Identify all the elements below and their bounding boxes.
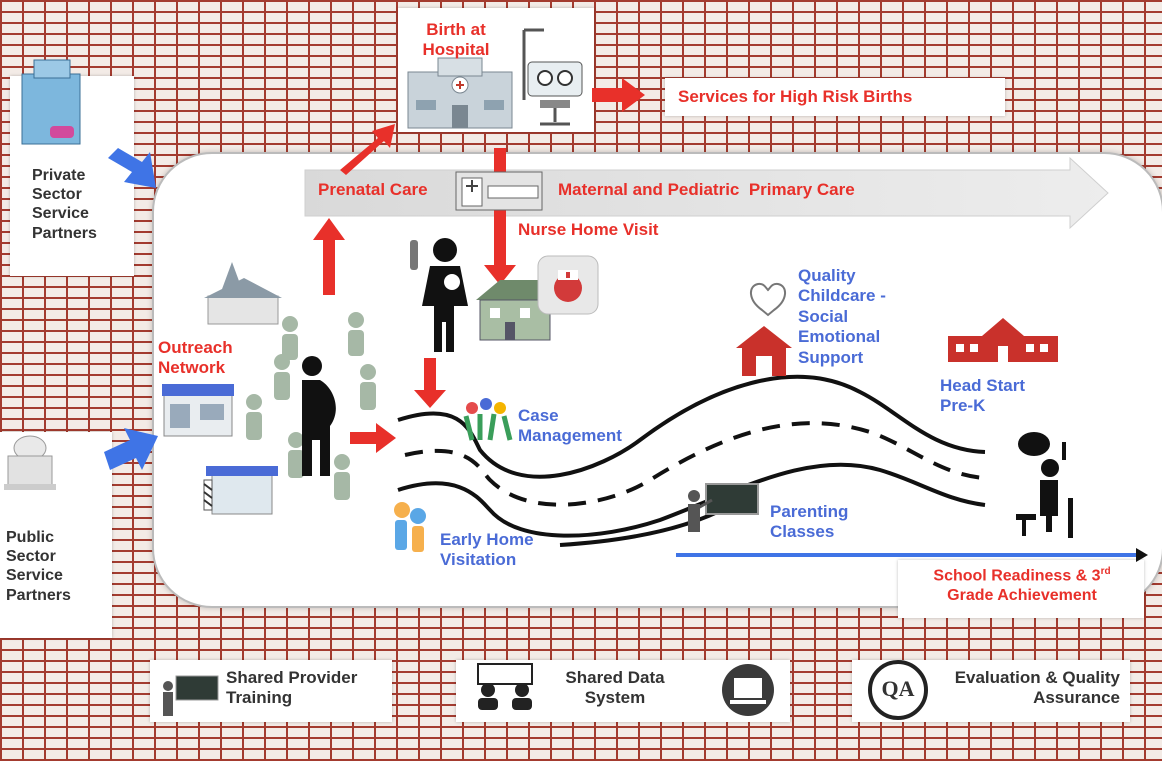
- schoolhouse-icon: [736, 326, 792, 376]
- high-risk-label: Services for High Risk Births: [678, 87, 913, 106]
- mother-baby-icon: [410, 238, 468, 352]
- figure-7: [334, 454, 350, 500]
- high-risk-panel: [665, 78, 1005, 116]
- figure-4: [360, 364, 376, 410]
- figure-1: [282, 316, 298, 360]
- capitol-icon: [4, 435, 56, 490]
- network-people-icon: [477, 663, 533, 710]
- figure-3: [274, 354, 290, 400]
- figure-5: [246, 394, 262, 440]
- store-icon: [162, 384, 234, 437]
- evaluation-qa-label: Evaluation & Quality Assurance: [954, 668, 1120, 708]
- incubator-icon: [522, 28, 583, 126]
- heart-icon: [750, 282, 786, 317]
- arrow-to-case: [414, 358, 446, 408]
- grade-achievement-text: Grade Achievement: [947, 586, 1097, 604]
- arrow-to-hospital: [340, 124, 395, 175]
- nurse-icon: [537, 255, 599, 315]
- arrow-up-prenatal: [313, 218, 345, 295]
- ordinal-suffix: rd: [1100, 566, 1111, 577]
- clinic-icon: [455, 171, 543, 211]
- qa-badge-text: QA: [881, 676, 915, 701]
- barbershop-icon: [203, 466, 278, 515]
- figure-6: [288, 432, 304, 478]
- prenatal-care-label: Prenatal Care: [318, 180, 428, 199]
- case-management-label: Case Management: [518, 406, 622, 446]
- blue-arrows: [104, 148, 158, 470]
- qa-badge-icon: [868, 660, 928, 720]
- visitation-figures-icon: [394, 502, 426, 552]
- church-icon: [204, 262, 282, 325]
- head-start-building-icon: [948, 318, 1058, 362]
- maternal-pediatric-label: Maternal and Pediatric Primary Care: [558, 180, 855, 199]
- outreach-network-label: Outreach Network: [158, 338, 233, 378]
- figure-2: [348, 312, 364, 356]
- readiness-arrow: [676, 548, 1148, 562]
- public-to-center-arrow: [104, 428, 158, 470]
- school-readiness-label: School Readiness & 3rd Grade Achievement: [904, 566, 1140, 605]
- arrow-to-road: [350, 423, 396, 453]
- teacher-icon: [688, 483, 759, 532]
- birth-at-hospital-label: Birth at Hospital: [422, 20, 490, 60]
- early-home-visitation-label: Early Home Visitation: [440, 530, 534, 570]
- student-icon: [1016, 432, 1073, 538]
- shared-data-system-label: Shared Data System: [565, 668, 665, 708]
- quality-childcare-label: Quality Childcare - Social Emotional Sup…: [798, 266, 886, 367]
- office-building-icon: [21, 59, 81, 145]
- nurse-home-visit-label: Nurse Home Visit: [518, 220, 659, 239]
- school-readiness-panel: [898, 560, 1144, 618]
- red-arrows: [313, 78, 645, 453]
- school-readiness-text: School Readiness & 3: [933, 567, 1101, 585]
- computer-icon: [722, 664, 774, 716]
- parenting-classes-label: Parenting Classes: [770, 502, 849, 542]
- pregnant-woman-icon: [302, 356, 336, 476]
- private-partners-label: Private Sector Service Partners: [32, 167, 97, 242]
- head-start-label: Head Start Pre-K: [940, 376, 1026, 416]
- public-partners-label: Public Sector Service Partners: [6, 529, 71, 604]
- shared-provider-training-label: Shared Provider Training: [226, 668, 358, 708]
- arrow-hospital-down: [484, 148, 516, 285]
- arrow-to-high-risk: [592, 78, 645, 112]
- training-icon: [163, 675, 219, 716]
- family-icon: [463, 398, 513, 441]
- private-to-center-arrow: [108, 148, 156, 188]
- community-figures: [246, 312, 376, 500]
- hospital-icon: [407, 57, 513, 129]
